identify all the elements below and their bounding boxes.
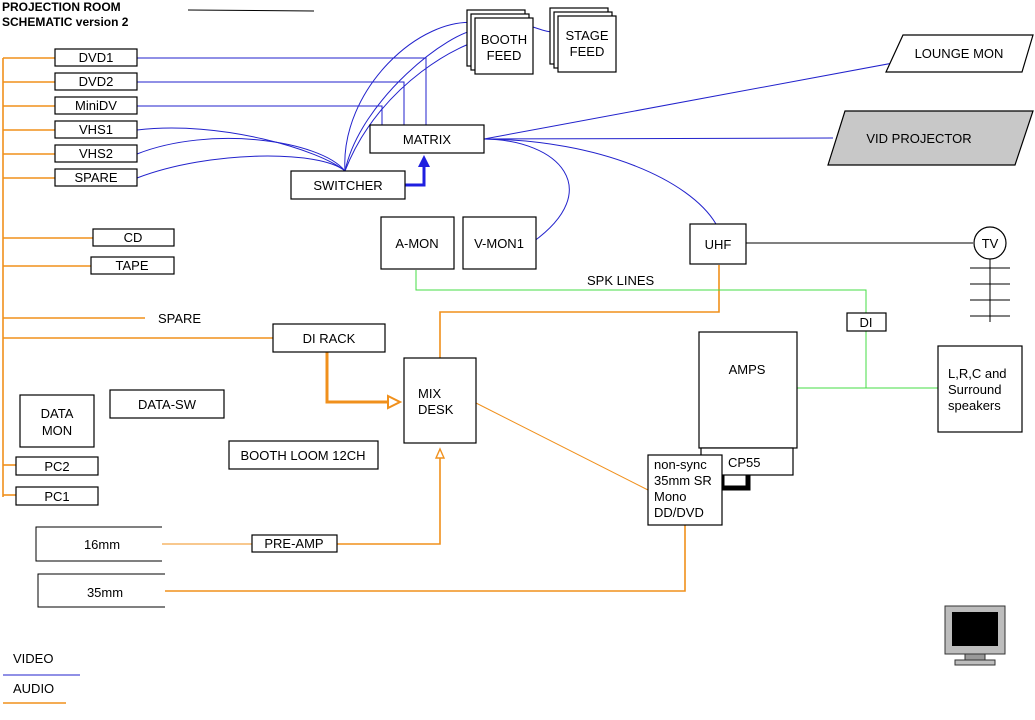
- video-projector-label: VID PROJECTOR: [866, 131, 971, 146]
- video-wiring: [136, 21, 894, 243]
- film-16mm-projector[interactable]: 16mm: [35, 526, 162, 562]
- booth-loom[interactable]: BOOTH LOOM 12CH: [228, 440, 379, 470]
- data-switch[interactable]: DATA-SW: [109, 389, 225, 419]
- di-rack[interactable]: DI RACK: [272, 323, 386, 353]
- video-monitor-1[interactable]: V-MON1: [462, 216, 537, 270]
- mix-desk-label-2: DESK: [418, 402, 454, 417]
- cinema-proc-line-4: DD/DVD: [654, 505, 704, 520]
- cp55-label: CP55: [728, 455, 761, 470]
- stage-feed[interactable]: STAGE FEED: [549, 7, 617, 73]
- source-pc1-label: PC1: [44, 489, 69, 504]
- pre-amp[interactable]: PRE-AMP: [251, 534, 338, 553]
- source-tape[interactable]: TAPE: [90, 256, 175, 275]
- cinema-proc-line-2: 35mm SR: [654, 473, 712, 488]
- stage-feed-label-1: STAGE: [565, 28, 608, 43]
- source-dvd1[interactable]: DVD1: [54, 48, 138, 67]
- legend-audio-label: AUDIO: [13, 681, 54, 696]
- switcher[interactable]: SWITCHER: [290, 170, 406, 200]
- speakers[interactable]: L,R,C and Surround speakers: [937, 345, 1023, 433]
- cp55-link: [719, 474, 751, 491]
- source-spare-video-label: SPARE: [74, 170, 117, 185]
- source-vhs1[interactable]: VHS1: [54, 120, 138, 139]
- audio-monitor-label: A-MON: [395, 236, 438, 251]
- cinema-proc-line-1: non-sync: [654, 457, 707, 472]
- source-cd-label: CD: [124, 230, 143, 245]
- speakers-line-2: Surround: [948, 382, 1001, 397]
- source-dvd1-label: DVD1: [79, 50, 114, 65]
- tv-label: TV: [982, 236, 999, 251]
- booth-feed-label-1: BOOTH: [481, 32, 527, 47]
- legend: VIDEO AUDIO: [3, 651, 80, 704]
- matrix[interactable]: MATRIX: [369, 124, 485, 154]
- title-underline: [187, 9, 315, 12]
- source-spare-video[interactable]: SPARE: [54, 168, 138, 187]
- source-cd[interactable]: CD: [92, 228, 175, 247]
- speakers-line-1: L,R,C and: [948, 366, 1007, 381]
- film-35mm-projector[interactable]: 35mm: [37, 573, 165, 608]
- source-tape-label: TAPE: [116, 258, 149, 273]
- pre-amp-label: PRE-AMP: [264, 536, 323, 551]
- speaker-wiring: [415, 270, 938, 389]
- source-pc1[interactable]: PC1: [15, 486, 99, 506]
- tv-antenna: [970, 258, 1010, 322]
- audio-wiring: [2, 57, 720, 592]
- legend-video-label: VIDEO: [13, 651, 53, 666]
- title-line-2: SCHEMATIC version 2: [2, 15, 129, 29]
- source-vhs2[interactable]: VHS2: [54, 144, 138, 163]
- di-box[interactable]: DI: [846, 312, 887, 332]
- source-dvd2[interactable]: DVD2: [54, 72, 138, 91]
- switcher-label: SWITCHER: [313, 178, 382, 193]
- video-monitor-1-label: V-MON1: [474, 236, 524, 251]
- amps-label: AMPS: [729, 362, 766, 377]
- tv[interactable]: TV: [973, 226, 1007, 260]
- mix-desk[interactable]: MIX DESK: [403, 357, 477, 444]
- di-rack-label: DI RACK: [303, 331, 356, 346]
- data-monitor-label-1: DATA: [41, 406, 74, 421]
- source-pc2[interactable]: PC2: [15, 456, 99, 476]
- title-line-1: PROJECTION ROOM: [2, 0, 121, 14]
- stage-feed-label-2: FEED: [570, 44, 605, 59]
- source-minidv[interactable]: MiniDV: [54, 96, 138, 115]
- audio-monitor[interactable]: A-MON: [380, 216, 455, 270]
- source-minidv-label: MiniDV: [75, 98, 117, 113]
- di-label: DI: [860, 315, 873, 330]
- source-vhs1-label: VHS1: [79, 122, 113, 137]
- booth-loom-label: BOOTH LOOM 12CH: [241, 448, 366, 463]
- booth-feed[interactable]: BOOTH FEED: [466, 9, 534, 75]
- data-monitor-label-2: MON: [42, 423, 72, 438]
- source-pc2-label: PC2: [44, 459, 69, 474]
- speakers-line-3: speakers: [948, 398, 1001, 413]
- amps[interactable]: AMPS: [698, 331, 798, 449]
- video-projector[interactable]: VID PROJECTOR: [827, 110, 1034, 166]
- source-spare-audio-label: SPARE: [158, 311, 201, 326]
- speaker-lines-label: SPK LINES: [587, 273, 655, 288]
- film-35mm-label: 35mm: [87, 585, 123, 600]
- data-monitor[interactable]: DATA MON: [19, 394, 95, 448]
- booth-feed-label-2: FEED: [487, 48, 522, 63]
- computer-monitor-icon: [944, 605, 1006, 666]
- film-16mm-label: 16mm: [84, 537, 120, 552]
- cinema-processor[interactable]: non-sync 35mm SR Mono DD/DVD: [647, 454, 723, 526]
- matrix-label: MATRIX: [403, 132, 451, 147]
- source-dvd2-label: DVD2: [79, 74, 114, 89]
- lounge-monitor[interactable]: LOUNGE MON: [885, 34, 1034, 73]
- uhf-modulator[interactable]: UHF: [689, 223, 747, 265]
- uhf-label: UHF: [705, 237, 732, 252]
- mix-desk-label-1: MIX: [418, 386, 441, 401]
- lounge-monitor-label: LOUNGE MON: [915, 46, 1004, 61]
- cinema-proc-line-3: Mono: [654, 489, 687, 504]
- source-vhs2-label: VHS2: [79, 146, 113, 161]
- data-switch-label: DATA-SW: [138, 397, 197, 412]
